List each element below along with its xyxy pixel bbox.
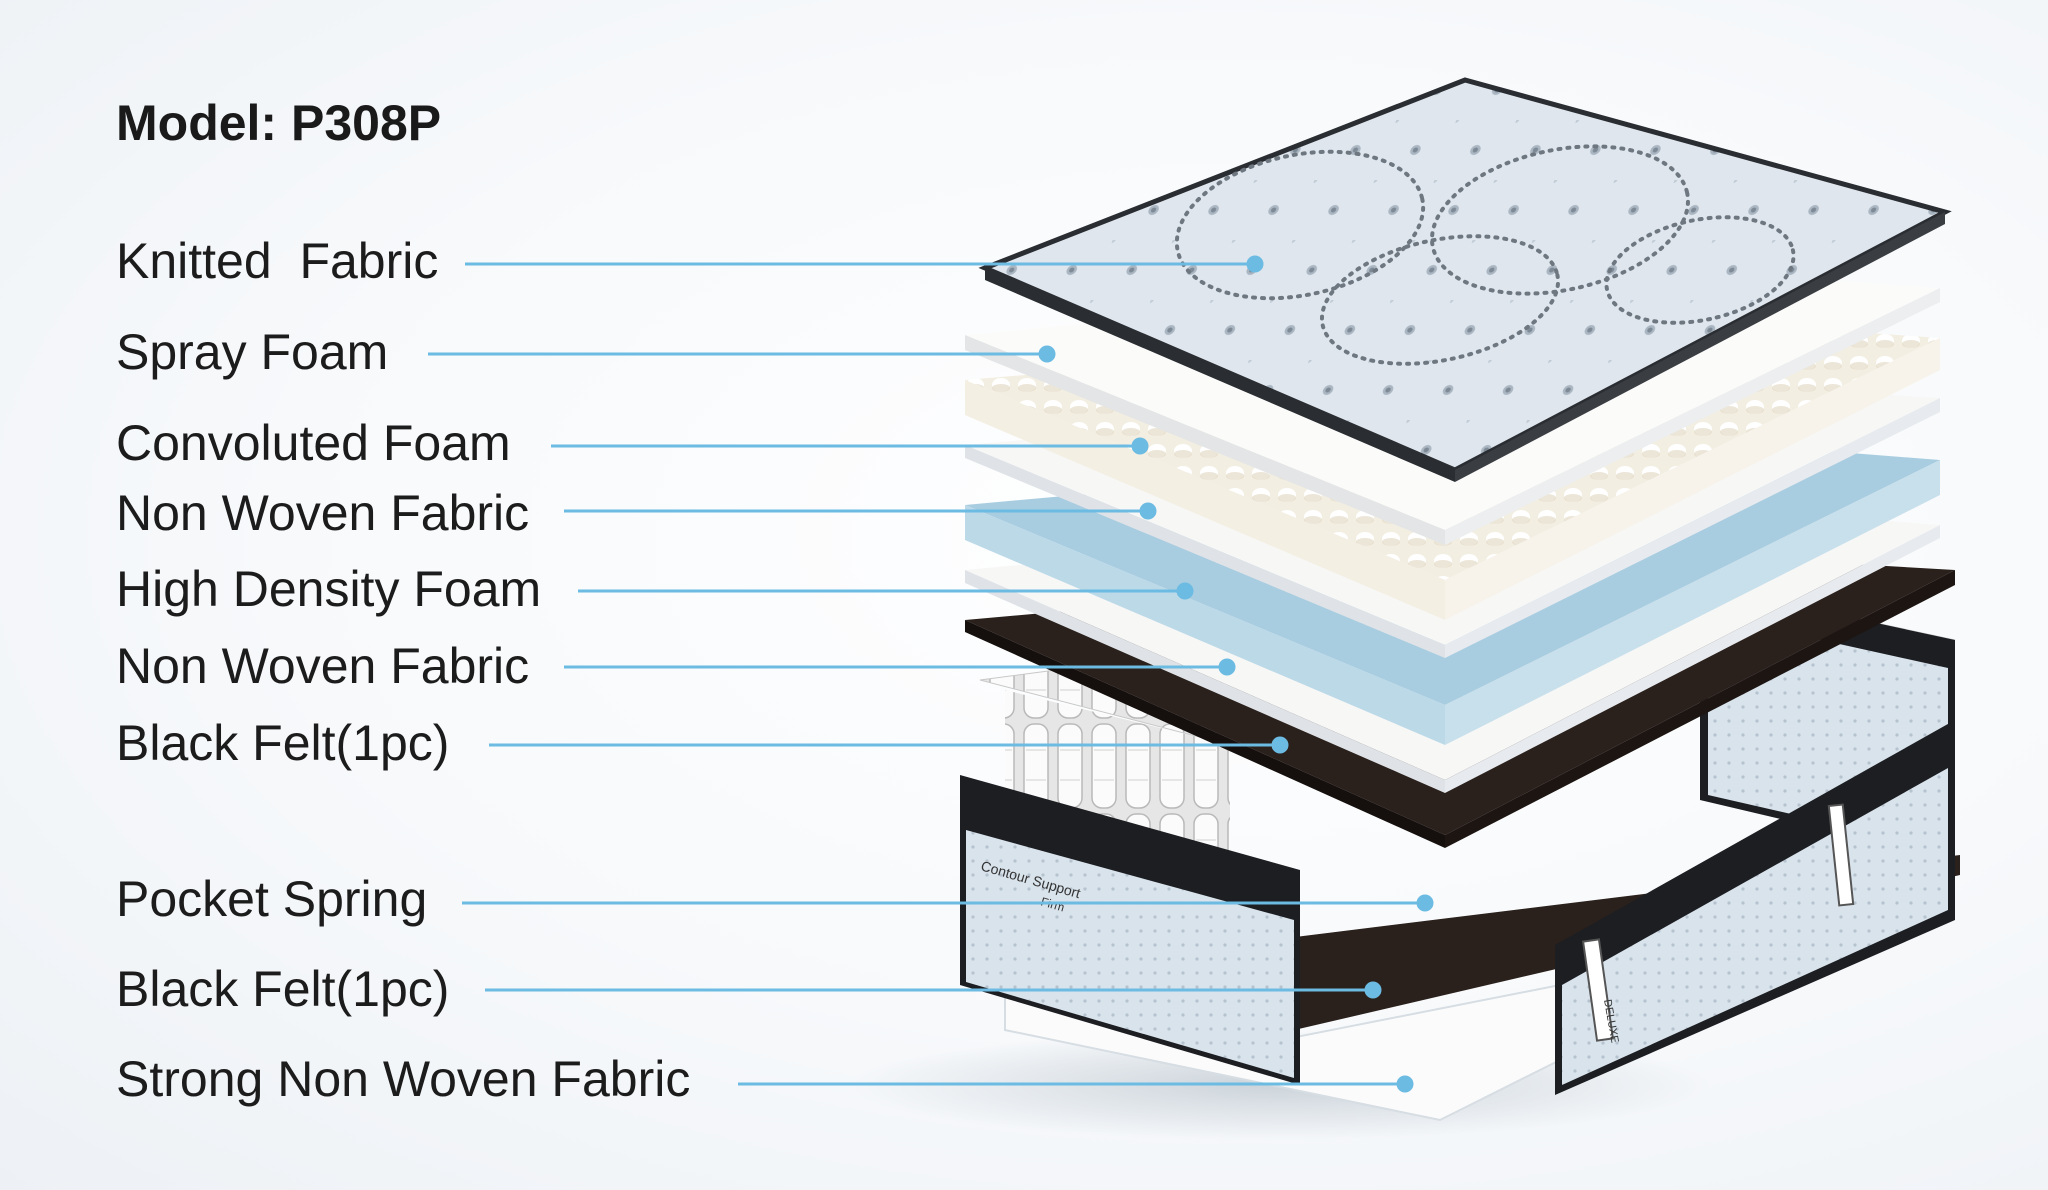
handle-front (1581, 938, 1615, 1042)
label-strong-non-woven-fabric: Strong Non Woven Fabric (116, 1051, 691, 1107)
label-non-woven-fabric-2: Non Woven Fabric (116, 638, 530, 694)
label-non-woven-fabric-1: Non Woven Fabric (116, 485, 530, 541)
leader-dot-knitted-fabric (1246, 255, 1264, 273)
label-spray-foam: Spray Foam (116, 324, 389, 380)
label-convoluted-foam: Convoluted Foam (116, 415, 511, 471)
leader-dot-black-felt-2 (1364, 981, 1382, 999)
leader-dot-black-felt-1 (1271, 736, 1289, 754)
leader-dot-spray-foam (1038, 345, 1056, 363)
label-pocket-spring: Pocket Spring (116, 871, 428, 927)
label-black-felt-1: Black Felt(1pc) (116, 715, 450, 771)
leader-dot-pocket-spring (1416, 894, 1434, 912)
label-black-felt-2: Black Felt(1pc) (116, 961, 450, 1017)
leader-dot-convoluted-foam (1131, 437, 1149, 455)
label-knitted-fabric: Knitted Fabric (116, 233, 439, 289)
label-high-density-foam: High Density Foam (116, 561, 542, 617)
leader-lines (428, 255, 1434, 1093)
leader-dot-strong-non-woven-fabric (1396, 1075, 1414, 1093)
embroidery-pattern (1174, 144, 1796, 366)
handle-side (1827, 803, 1855, 907)
leader-dot-high-density-foam (1176, 582, 1194, 600)
leader-dot-non-woven-fabric-1 (1139, 502, 1157, 520)
leader-dot-non-woven-fabric-2 (1218, 658, 1236, 676)
model-title: Model: P308P (116, 95, 442, 151)
